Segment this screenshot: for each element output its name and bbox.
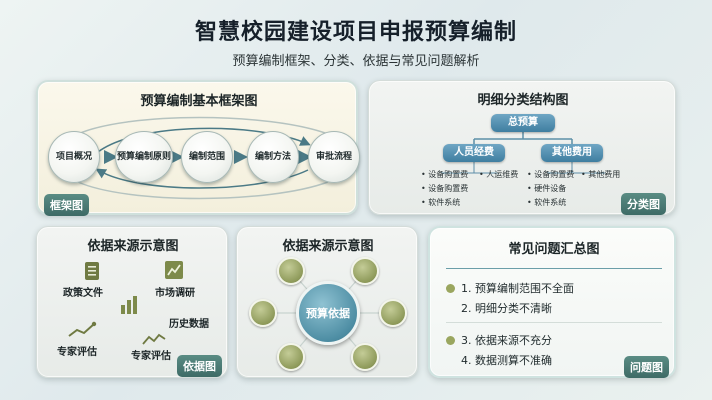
tree-leaf: • 设备购置费 — [527, 170, 575, 179]
sources-left-tag: 依据图 — [177, 355, 222, 377]
faq-item-2: 2. 明细分类不清晰 — [461, 302, 552, 315]
step-budget-principles: 预算编制原则 — [115, 131, 173, 183]
sources-left-title: 依据来源示意图 — [87, 239, 179, 254]
tree-leaf: • 设备购置费 — [421, 170, 469, 179]
person-icon — [277, 257, 305, 285]
survey-icon — [165, 261, 183, 279]
budget-basis-hub: 预算依据 — [296, 281, 360, 345]
step-project-overview: 项目概况 — [48, 131, 100, 183]
faq-divider — [446, 268, 662, 269]
framework-tag: 框架图 — [44, 194, 89, 216]
tree-leaf: • 软件系统 — [527, 198, 567, 207]
bar-chart-icon — [121, 296, 137, 314]
person-icon — [277, 343, 305, 371]
tree-branch-personnel: 人员经费 — [443, 144, 505, 162]
classification-tag: 分类图 — [621, 193, 666, 215]
sources-left-panel: 依据来源示意图 政策文件 市场调研 历史数据 专家评估 专家评估 依据图 — [36, 226, 228, 378]
classification-title: 明细分类结构图 — [477, 93, 569, 108]
faq-item-4: 4. 数据测算不准确 — [461, 354, 552, 367]
tree-leaf: • 人运维费 — [479, 170, 519, 179]
bullet-icon — [446, 335, 455, 345]
person-icon — [379, 299, 407, 327]
tree-branch-other: 其他费用 — [541, 144, 603, 162]
document-icon — [85, 262, 99, 280]
sources-center-title: 依据来源示意图 — [282, 239, 374, 254]
sources-center-panel: 依据来源示意图 预算依据 — [236, 226, 418, 378]
line-chart-icon — [142, 333, 166, 345]
faq-item-1: 1. 预算编制范围不全面 — [446, 280, 574, 296]
tree-leaf: • 其他费用 — [581, 170, 621, 179]
tree-leaf: • 软件系统 — [421, 198, 461, 207]
framework-panel: 预算编制基本框架图 项目概况 预算编制原则 编制范围 编制方法 审批流程 框架图 — [36, 80, 360, 216]
framework-title: 预算编制基本框架图 — [140, 94, 258, 109]
tree-root-node: 总预算 — [491, 114, 555, 132]
source-expert-eval-2: 专家评估 — [131, 351, 171, 362]
page-title: 智慧校园建设项目申报预算编制 — [194, 20, 517, 45]
tree-leaf: • 设备购置费 — [421, 184, 469, 193]
trend-line-icon — [68, 321, 97, 337]
building-icon — [249, 299, 277, 327]
source-market-research: 市场调研 — [155, 288, 195, 299]
faq-item-3: 3. 依据来源不充分 — [446, 332, 552, 348]
step-methods: 编制方法 — [247, 131, 299, 183]
classification-tree-lines — [441, 131, 605, 174]
classification-panel: 明细分类结构图 总预算 人员经费 其他费用 • 设备购置费 • 设备购置费 • … — [368, 80, 676, 215]
faq-title: 常见问题汇总图 — [508, 242, 600, 257]
tree-leaf: • 硬件设备 — [527, 184, 567, 193]
faq-tag: 问题图 — [624, 356, 669, 378]
source-historical-data: 历史数据 — [169, 319, 209, 330]
source-policy-docs: 政策文件 — [63, 288, 103, 299]
step-scope: 编制范围 — [181, 131, 233, 183]
faq-panel: 常见问题汇总图 1. 预算编制范围不全面 2. 明细分类不清晰 3. 依据来源不… — [428, 226, 676, 378]
person-icon — [351, 343, 379, 371]
person-icon — [351, 257, 379, 285]
page-subtitle: 预算编制框架、分类、依据与常见问题解析 — [232, 54, 480, 69]
faq-divider — [446, 322, 662, 323]
bullet-icon — [446, 283, 455, 293]
source-expert-eval-1: 专家评估 — [57, 347, 97, 358]
step-approval: 审批流程 — [308, 131, 360, 183]
